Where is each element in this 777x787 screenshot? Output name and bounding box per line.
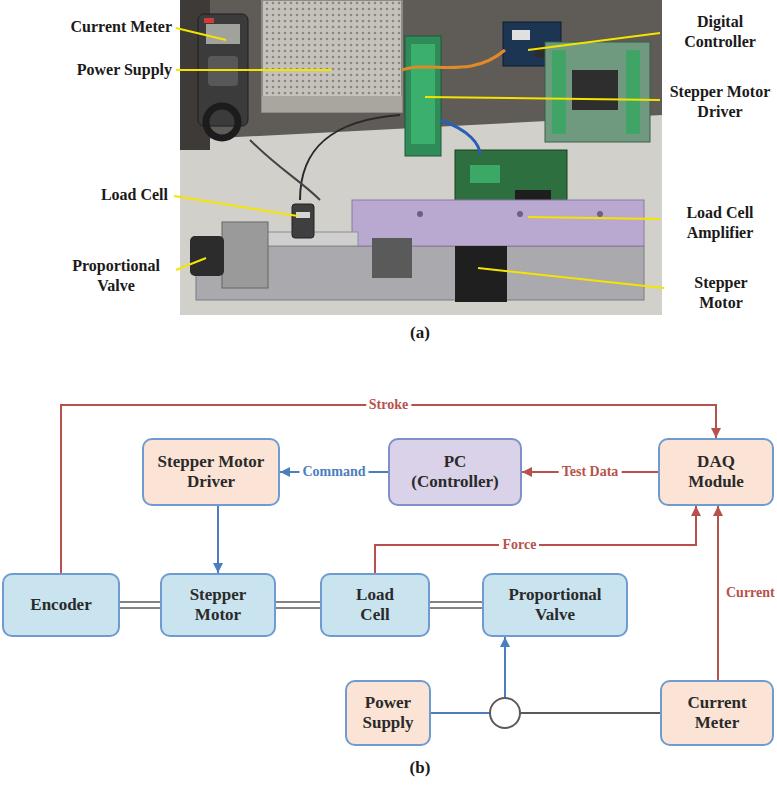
coupling-line	[120, 607, 160, 609]
box-text-group: Stepper Motor Driver	[149, 452, 273, 493]
shaft-coupling	[430, 602, 482, 608]
clamp-jaw	[206, 106, 238, 138]
terminal-block	[626, 50, 640, 134]
connector	[572, 70, 618, 110]
coupling-line	[120, 601, 160, 603]
process-box: Load Cell	[320, 573, 430, 637]
stepper-driver-board	[405, 36, 441, 156]
leader-line	[425, 97, 660, 100]
current-sense-junction	[490, 698, 520, 728]
box-text-group: Current Meter	[676, 693, 758, 734]
callout-label: Current Meter	[8, 17, 172, 37]
photo-backdrop	[180, 0, 662, 315]
stepper-motor-body	[455, 246, 507, 302]
valve-housing	[222, 222, 268, 288]
box-text-group: Proportional Valve	[499, 585, 611, 626]
box-text-group: Power Supply	[353, 693, 423, 734]
signal-arrow	[217, 506, 219, 573]
wire	[300, 115, 400, 200]
process-box: Proportional Valve	[482, 573, 628, 637]
signal-arrow	[375, 506, 696, 573]
box-label: Stepper Motor	[178, 585, 258, 626]
power-supply-terminals	[262, 96, 402, 112]
process-box: Power Supply	[345, 680, 431, 746]
edge-label: Current	[723, 585, 777, 601]
meter-wire	[520, 712, 660, 714]
edge-label: Force	[499, 537, 539, 553]
shaft-coupling	[276, 602, 320, 608]
callout-label: Stepper Motor Driver	[664, 82, 776, 122]
amp-terminal	[470, 165, 500, 183]
load-cell-ring	[296, 212, 310, 218]
coupling-line	[276, 607, 320, 609]
process-box: DAQ Module	[658, 438, 774, 506]
callout-label: Digital Controller	[664, 12, 776, 52]
power-supply-unit	[262, 0, 402, 112]
box-label: Proportional Valve	[499, 585, 611, 626]
box-label: Current Meter	[676, 693, 758, 734]
box-text-group: Load Cell	[345, 585, 405, 626]
panel-label: (a)	[370, 322, 470, 343]
leader-line	[174, 196, 298, 216]
shaft-coupling	[120, 602, 160, 608]
callout-label: Power Supply	[8, 60, 172, 80]
edge-label: Command	[299, 464, 368, 480]
signal-arrow	[717, 506, 719, 680]
probe-jack	[204, 18, 214, 23]
process-box: Stepper Motor Driver	[142, 438, 280, 506]
edge-label: Test Data	[559, 464, 622, 480]
callout-label: Load Cell Amplifier	[664, 203, 776, 243]
leader-line	[176, 69, 332, 71]
load-cell-body	[292, 204, 314, 238]
coupling-line	[430, 607, 482, 609]
motor-bracket	[372, 238, 412, 278]
valve-solenoid	[190, 236, 224, 276]
callout-label: Proportional Valve	[60, 256, 172, 296]
process-box: PC (Controller)	[388, 438, 522, 506]
edge-label: Stroke	[366, 397, 411, 413]
box-label: Load Cell	[345, 585, 405, 626]
wire	[440, 120, 480, 155]
box-label: PC (Controller)	[403, 452, 507, 493]
signal-arrow	[61, 405, 716, 573]
box-label: Power Supply	[353, 693, 423, 734]
process-box: Current Meter	[660, 680, 774, 746]
box-label: Encoder	[30, 595, 91, 615]
coupling-line	[276, 601, 320, 603]
leader-line	[176, 258, 206, 270]
box-label: Stepper Motor Driver	[149, 452, 273, 493]
wire	[250, 140, 320, 200]
chip	[512, 30, 530, 40]
callout-label: Load Cell	[8, 185, 168, 205]
coupling-line	[430, 601, 482, 603]
leader-line	[528, 33, 660, 50]
wire	[402, 50, 505, 70]
callout-label: Stepper Motor	[676, 273, 766, 313]
meter-display	[206, 24, 240, 44]
terminal-board	[545, 42, 650, 142]
driver-terminals	[411, 44, 435, 144]
rail-hole	[517, 211, 523, 217]
process-box: Stepper Motor	[160, 573, 276, 637]
leader-line	[176, 28, 226, 40]
panel-label: (b)	[370, 757, 470, 778]
box-label: DAQ Module	[676, 452, 756, 493]
rail-hole	[417, 211, 423, 217]
box-text-group: DAQ Module	[676, 452, 756, 493]
leader-line	[478, 268, 664, 288]
leader-line	[528, 217, 660, 219]
rail-hole	[597, 211, 603, 217]
box-text-group: Stepper Motor	[178, 585, 258, 626]
box-text-group: Encoder	[30, 595, 91, 615]
terminal-block	[552, 50, 566, 134]
box-text-group: PC (Controller)	[403, 452, 507, 493]
process-box: Encoder	[2, 573, 120, 637]
